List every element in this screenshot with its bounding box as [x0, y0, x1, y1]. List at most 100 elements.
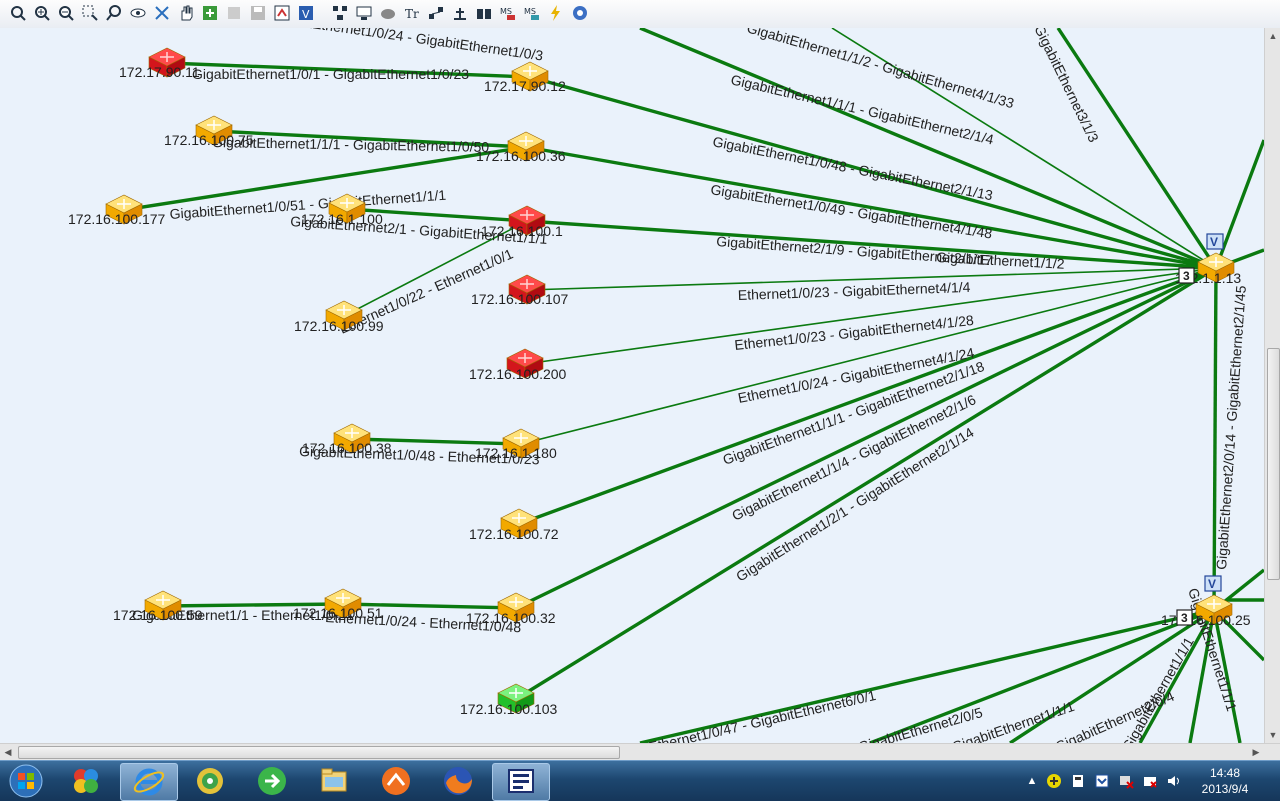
- link-line[interactable]: [123, 145, 527, 212]
- network-switch-n14[interactable]: 172.16.100.59: [113, 590, 203, 623]
- zoom-in-icon[interactable]: [32, 3, 52, 23]
- network-switch-n15[interactable]: 172.16.100.51: [293, 588, 383, 621]
- vertical-scrollbar[interactable]: ▲ ▼: [1264, 28, 1280, 743]
- visio-icon[interactable]: V: [296, 3, 316, 23]
- network-switch-n10[interactable]: 172.16.100.200: [469, 348, 567, 382]
- zoom-fit-icon[interactable]: [8, 3, 28, 23]
- network-switch-n17[interactable]: 172.16.100.103: [460, 683, 558, 717]
- flash-icon[interactable]: [546, 3, 566, 23]
- network-switch-n5[interactable]: 172.16.100.177: [68, 194, 166, 227]
- network-switch-n13[interactable]: 172.16.100.72: [469, 508, 559, 542]
- zoom-out-icon[interactable]: [56, 3, 76, 23]
- export-icon[interactable]: [272, 3, 292, 23]
- taskbar-app-network-manager-icon[interactable]: [492, 763, 550, 801]
- add-icon[interactable]: [200, 3, 220, 23]
- network-switch-n12[interactable]: 172.16.1.180: [475, 428, 557, 461]
- link-line[interactable]: [831, 28, 1217, 269]
- link-line[interactable]: [342, 602, 517, 610]
- scroll-right-arrow-icon[interactable]: ▶: [1252, 746, 1260, 757]
- switch-arrows-icon: [345, 428, 359, 438]
- link-line[interactable]: [515, 266, 1217, 610]
- link-icon[interactable]: [450, 3, 470, 23]
- network-switch-n11[interactable]: 172.16.100.38: [302, 423, 392, 456]
- network-switch-n4[interactable]: 172.16.100.36: [476, 131, 566, 164]
- tray-device-icon[interactable]: [1070, 773, 1086, 789]
- link-line[interactable]: [525, 145, 1217, 270]
- network-switch-n1[interactable]: 172.17.90.11: [119, 47, 200, 80]
- fit-view-icon[interactable]: [152, 3, 172, 23]
- tray-expand-icon[interactable]: ▲: [1026, 775, 1038, 787]
- scroll-left-arrow-icon[interactable]: ◀: [4, 746, 12, 757]
- device-icon[interactable]: [354, 3, 374, 23]
- blank-icon[interactable]: [224, 3, 244, 23]
- network-switch-n16[interactable]: 172.16.100.32: [466, 592, 556, 626]
- topology-canvas[interactable]: GigabitEthernet1/0/24 - GigabitEthernet1…: [0, 28, 1264, 743]
- topology-svg[interactable]: GigabitEthernet1/0/24 - GigabitEthernet1…: [0, 28, 1264, 743]
- layout-icon[interactable]: [330, 3, 350, 23]
- link-line[interactable]: [343, 220, 528, 317]
- zoom-region-icon[interactable]: [80, 3, 100, 23]
- topology-icon[interactable]: [426, 3, 446, 23]
- tray-network-error-icon[interactable]: [1118, 773, 1134, 789]
- link-line[interactable]: [1009, 608, 1215, 743]
- link-line[interactable]: [526, 219, 1217, 270]
- link-line[interactable]: [524, 267, 1217, 365]
- link-line[interactable]: [162, 602, 344, 608]
- binoculars-icon[interactable]: [474, 3, 494, 23]
- network-switch-n9[interactable]: 172.16.100.99: [294, 300, 384, 334]
- link-line[interactable]: [166, 61, 531, 79]
- cloud-icon[interactable]: [378, 3, 398, 23]
- svg-text:V: V: [1208, 577, 1216, 591]
- link-line[interactable]: [1212, 267, 1218, 611]
- ms-config-icon[interactable]: MS: [522, 3, 542, 23]
- tray-shield-icon[interactable]: [1094, 773, 1110, 789]
- save-icon[interactable]: [248, 3, 268, 23]
- find-icon[interactable]: [104, 3, 124, 23]
- link-line[interactable]: [869, 608, 1215, 743]
- link-line[interactable]: [515, 266, 1217, 701]
- link-line[interactable]: [639, 608, 1215, 743]
- taskbar-app-file-explorer-icon[interactable]: [306, 763, 362, 799]
- tray-flag-icon[interactable]: [1142, 773, 1158, 789]
- network-switch-n2[interactable]: 172.17.90.12: [484, 61, 566, 94]
- vertical-scroll-thumb[interactable]: [1267, 348, 1280, 580]
- settings-icon[interactable]: [570, 3, 590, 23]
- ms-icon[interactable]: MS: [498, 3, 518, 23]
- taskbar-app-green-arrow-icon[interactable]: [244, 763, 300, 799]
- tray-volume-icon[interactable]: [1166, 773, 1182, 789]
- link-line[interactable]: [518, 266, 1217, 526]
- link-line[interactable]: [346, 207, 528, 223]
- link-line[interactable]: [1212, 609, 1242, 743]
- eye-icon[interactable]: [128, 3, 148, 23]
- link-line[interactable]: [1138, 609, 1216, 743]
- link-line[interactable]: [526, 267, 1217, 291]
- network-switch-n7[interactable]: 172.16.100.1: [481, 205, 563, 239]
- network-switch-n6[interactable]: 172.16.1.100: [301, 193, 383, 227]
- link-line[interactable]: [1056, 28, 1218, 269]
- pan-hand-icon[interactable]: [176, 3, 196, 23]
- link-line[interactable]: [213, 129, 527, 149]
- scroll-up-arrow-icon[interactable]: ▲: [1268, 31, 1278, 41]
- network-switch-n3[interactable]: 172.16.100.75: [164, 115, 254, 148]
- horizontal-scrollbar[interactable]: ◀ ▶: [0, 743, 1280, 760]
- taskbar-app-internet-explorer-icon[interactable]: [120, 763, 178, 801]
- horizontal-scroll-thumb[interactable]: [18, 746, 620, 759]
- link-line[interactable]: [520, 267, 1217, 445]
- taskbar-app-multicolor-app-icon[interactable]: [58, 763, 114, 799]
- link-line[interactable]: [1214, 139, 1264, 269]
- start-button[interactable]: [4, 763, 48, 799]
- taskbar-app-green-spiral-icon[interactable]: [182, 763, 238, 799]
- link-line[interactable]: [529, 75, 1217, 270]
- taskbar-app-firefox-icon[interactable]: [430, 763, 486, 799]
- text-icon[interactable]: Tr: [402, 3, 422, 23]
- link-line[interactable]: [639, 28, 1217, 270]
- link-line[interactable]: [1188, 609, 1216, 743]
- tray-plus-icon[interactable]: [1046, 773, 1062, 789]
- scroll-down-arrow-icon[interactable]: ▼: [1268, 730, 1278, 740]
- system-clock[interactable]: 14:48 2013/9/4: [1196, 765, 1254, 797]
- taskbar-app-orange-app-icon[interactable]: [368, 763, 424, 799]
- network-switch-n8[interactable]: 172.16.100.107: [471, 274, 569, 307]
- link-line[interactable]: [351, 437, 522, 446]
